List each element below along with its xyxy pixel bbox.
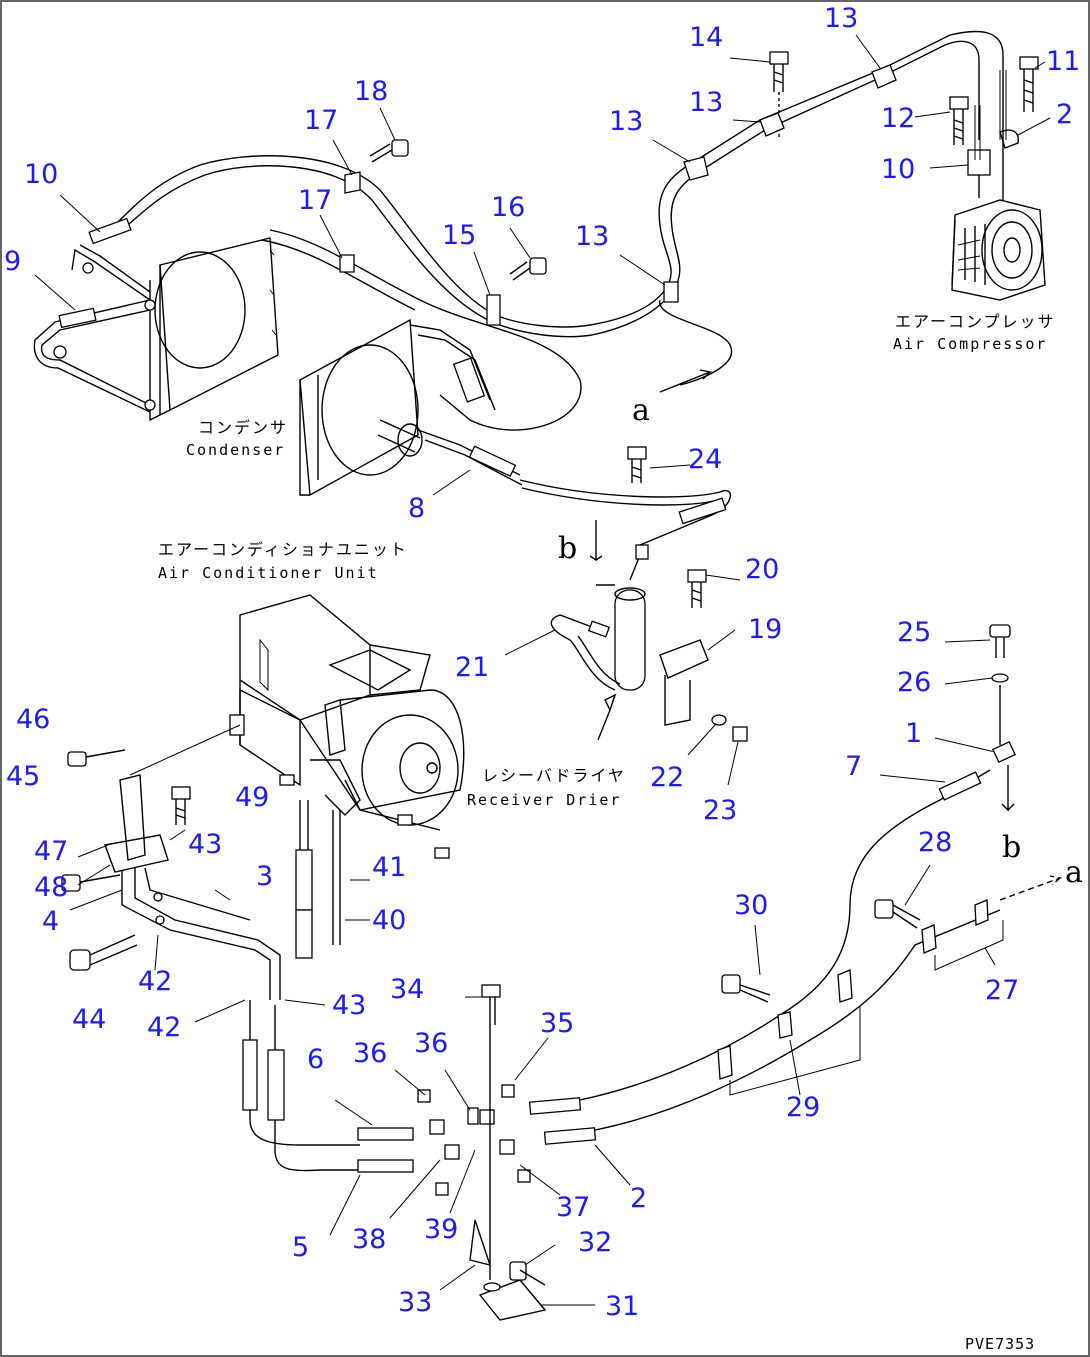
callout-13-a: 13 xyxy=(824,3,858,34)
callout-15: 15 xyxy=(442,220,476,251)
mark-b-receiver: b xyxy=(558,531,577,566)
callout-5: 5 xyxy=(292,1232,309,1263)
condenser-drawing-rear xyxy=(33,194,279,422)
callout-48: 48 xyxy=(34,872,68,903)
callout-11: 11 xyxy=(1046,46,1080,77)
callout-36-b: 36 xyxy=(414,1028,448,1059)
callout-13-d: 13 xyxy=(575,221,609,252)
callout-31: 31 xyxy=(605,1291,639,1322)
bracket-and-pipes-left xyxy=(61,724,326,1023)
callout-47: 47 xyxy=(34,836,68,867)
condenser-drawing-front xyxy=(299,318,731,546)
callout-49: 49 xyxy=(235,782,269,813)
callout-30: 30 xyxy=(734,890,768,921)
callout-44: 44 xyxy=(72,1004,106,1035)
callout-35: 35 xyxy=(540,1008,574,1039)
callout-18: 18 xyxy=(354,76,388,107)
bolt-group-compressor xyxy=(769,51,1039,160)
label-air-conditioner-unit-jp: エアーコンディショナユニット xyxy=(158,540,408,559)
clamps-top xyxy=(319,34,1051,326)
callout-26: 26 xyxy=(897,667,931,698)
callout-9: 9 xyxy=(4,246,21,277)
drawing-code: PVE7353 xyxy=(965,1335,1035,1353)
callout-8: 8 xyxy=(408,493,425,524)
callout-10: 10 xyxy=(24,159,58,190)
callout-13-b: 13 xyxy=(689,87,723,118)
callout-2: 2 xyxy=(1056,99,1073,130)
label-air-compressor-jp: エアーコンプレッサ xyxy=(895,312,1056,331)
label-receiver-drier-jp: レシーバドライヤ xyxy=(482,766,626,785)
callout-10-compressor: 10 xyxy=(881,154,915,185)
hose-routing-bottom xyxy=(242,624,1063,1321)
callout-39: 39 xyxy=(424,1214,458,1245)
callout-43-a: 43 xyxy=(188,829,222,860)
mark-b-right: b xyxy=(1002,830,1021,865)
callout-22: 22 xyxy=(650,762,684,793)
label-condenser-en: Condenser xyxy=(186,441,285,459)
callout-33: 33 xyxy=(398,1287,432,1318)
receiver-drier-drawing xyxy=(504,446,748,786)
callout-19: 19 xyxy=(748,614,782,645)
callout-38: 38 xyxy=(352,1224,386,1255)
callout-labels: 1 2 2 3 4 5 6 7 8 9 10 10 11 12 13 13 13… xyxy=(4,3,1080,1322)
label-condenser-jp: コンデンサ xyxy=(198,418,288,437)
callout-42-b: 42 xyxy=(147,1012,181,1043)
callout-4: 4 xyxy=(42,906,59,937)
callout-25: 25 xyxy=(897,617,931,648)
callout-3: 3 xyxy=(256,861,273,892)
callout-20: 20 xyxy=(745,554,779,585)
callout-24: 24 xyxy=(688,444,722,475)
callout-34: 34 xyxy=(390,974,424,1005)
callout-16: 16 xyxy=(491,192,525,223)
drain-tubes xyxy=(295,800,370,959)
callout-21: 21 xyxy=(455,652,489,683)
callout-14: 14 xyxy=(689,22,723,53)
callout-36-a: 36 xyxy=(353,1038,387,1069)
callout-42-a: 42 xyxy=(138,966,172,997)
mark-a-right: a xyxy=(1065,855,1083,890)
callout-43-b: 43 xyxy=(332,990,366,1021)
callout-32: 32 xyxy=(578,1227,612,1258)
callout-46: 46 xyxy=(16,704,50,735)
callout-17-a: 17 xyxy=(304,105,338,136)
callout-13-c: 13 xyxy=(609,106,643,137)
callout-37: 37 xyxy=(556,1192,590,1223)
label-air-conditioner-unit-en: Air Conditioner Unit xyxy=(158,564,379,582)
callout-2-lower: 2 xyxy=(630,1183,647,1214)
callout-29: 29 xyxy=(786,1092,820,1123)
callout-7: 7 xyxy=(845,751,862,782)
callout-1: 1 xyxy=(905,718,922,749)
callout-41: 41 xyxy=(372,852,406,883)
mark-a-top: a xyxy=(632,393,650,428)
callout-28: 28 xyxy=(918,827,952,858)
callout-27: 27 xyxy=(985,975,1019,1006)
air-conditioner-unit-drawing xyxy=(229,594,465,859)
callout-45: 45 xyxy=(6,761,40,792)
component-labels: エアーコンプレッサ Air Compressor コンデンサ Condenser… xyxy=(158,312,1056,809)
air-compressor-drawing xyxy=(951,129,1046,301)
callout-40: 40 xyxy=(372,905,406,936)
callout-23: 23 xyxy=(703,795,737,826)
callout-17-b: 17 xyxy=(298,185,332,216)
callout-6: 6 xyxy=(307,1044,324,1075)
callout-12: 12 xyxy=(881,103,915,134)
continuation-marks: a a b b xyxy=(558,393,1083,890)
label-air-compressor-en: Air Compressor xyxy=(893,335,1047,353)
arrow-a-top xyxy=(659,369,713,393)
label-receiver-drier-en: Receiver Drier xyxy=(467,791,621,809)
